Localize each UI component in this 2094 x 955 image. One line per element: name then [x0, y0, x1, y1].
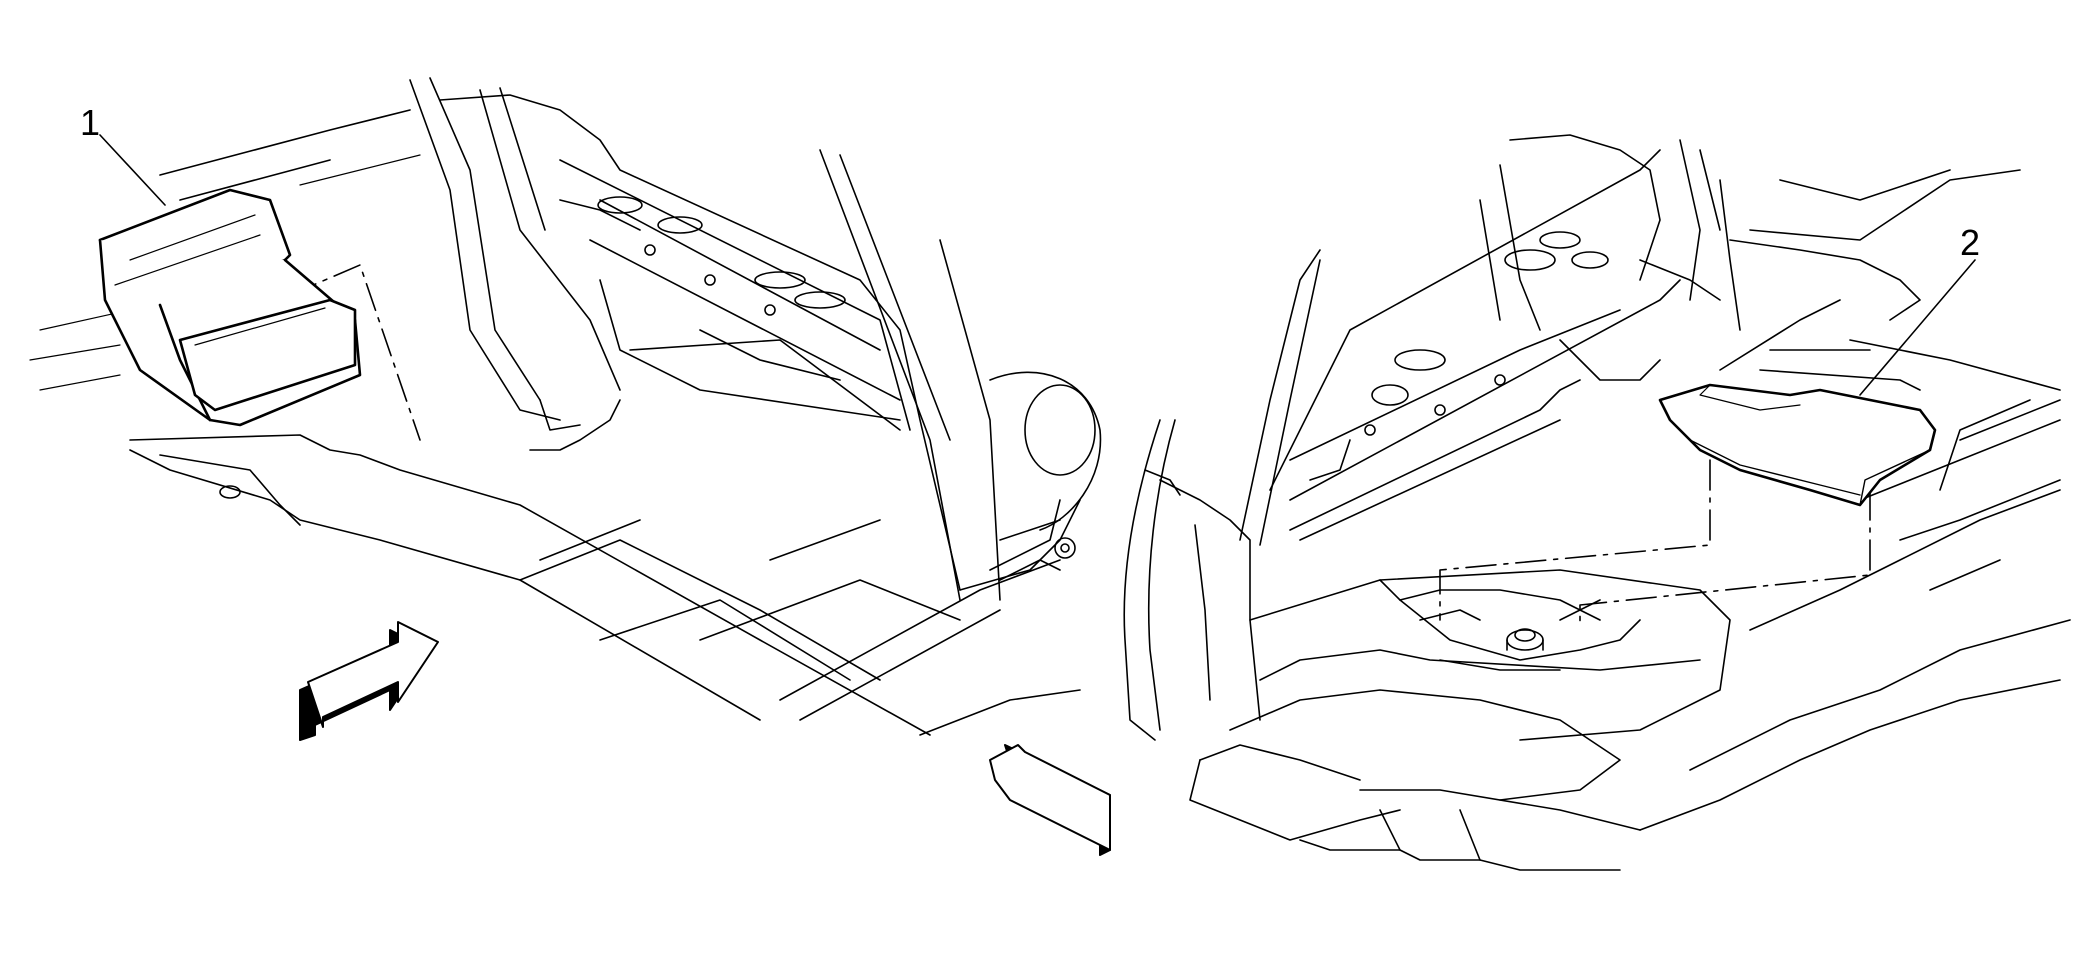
left-seat-frame	[409, 77, 1102, 601]
right-pillar	[1123, 419, 1261, 741]
left-view	[29, 77, 1102, 736]
left-view-direction-arrow	[299, 621, 439, 741]
right-seat-mount	[1379, 579, 1641, 671]
right-floor-spacer	[1658, 383, 1937, 507]
right-view-direction-arrow	[989, 744, 1111, 856]
callout-1-leader	[99, 134, 166, 206]
callout-2-leader	[1859, 259, 1976, 396]
left-floor-spacer	[98, 188, 362, 427]
right-view	[1123, 134, 2071, 871]
right-floor-outline	[1189, 169, 2071, 871]
right-seat-frame	[1239, 134, 1741, 546]
right-install-leader	[1439, 459, 1871, 626]
callout-1-label: 1	[80, 102, 100, 143]
left-floor-outline	[29, 109, 1081, 736]
callout-2-label: 2	[1960, 222, 1980, 263]
